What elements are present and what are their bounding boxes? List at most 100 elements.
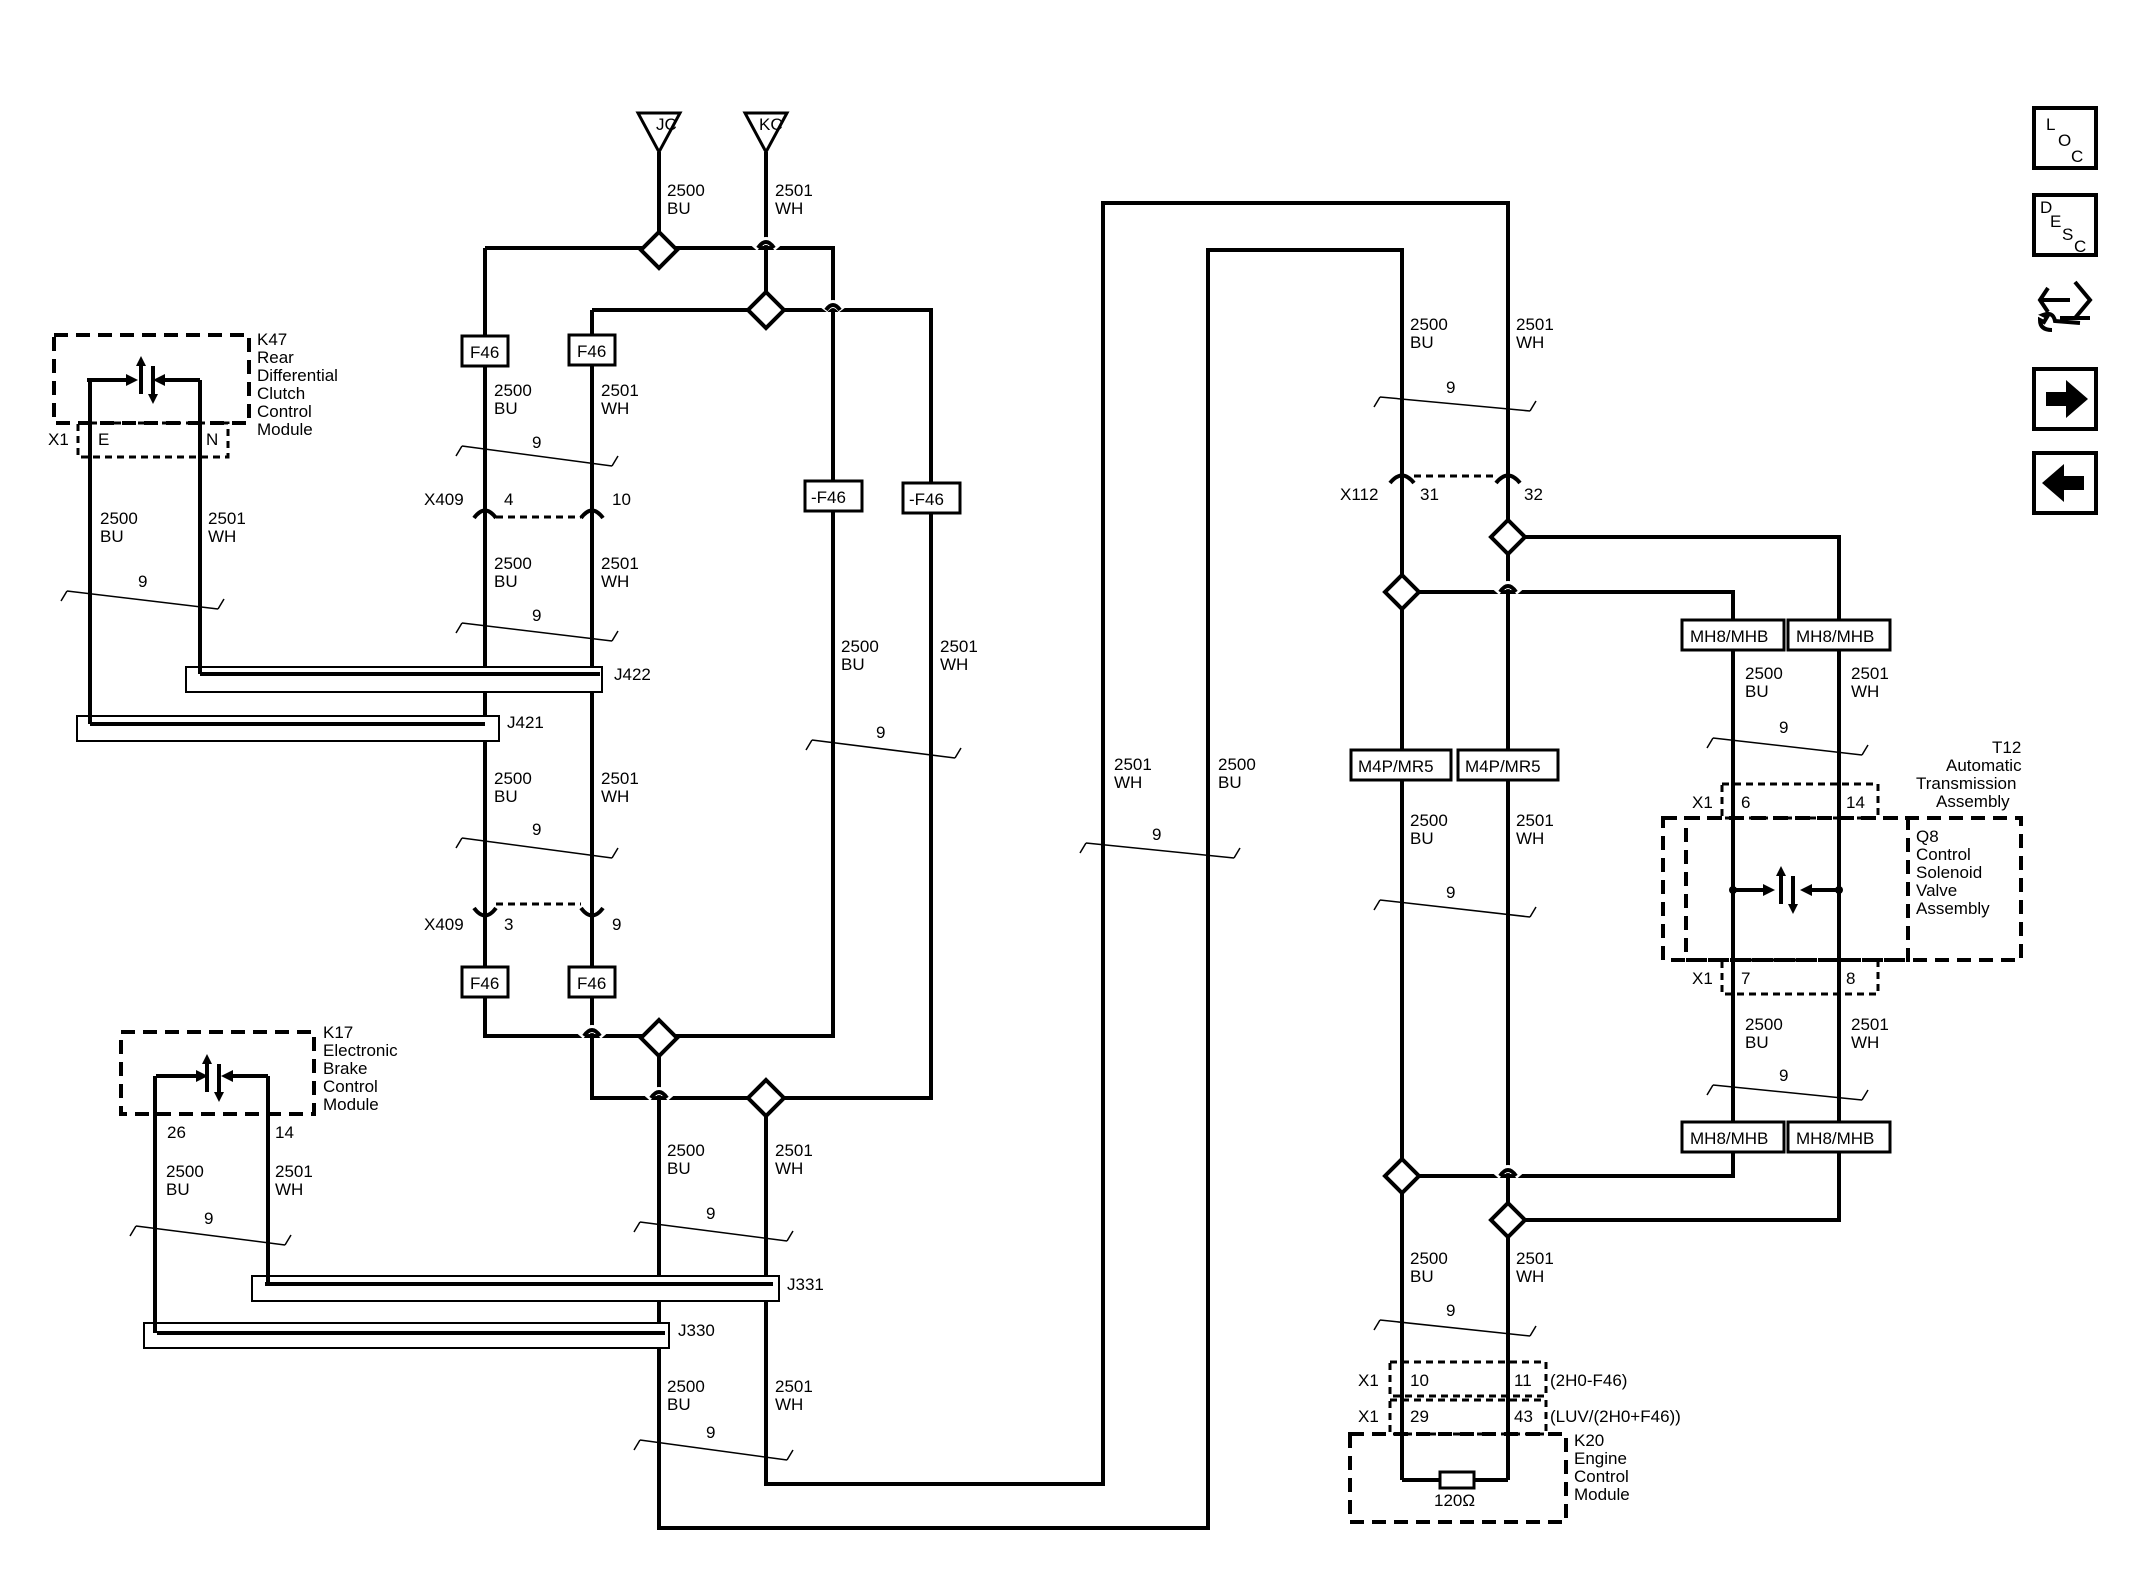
svg-text:C: C — [2071, 147, 2083, 166]
wire-bu-top-loop — [485, 246, 835, 1038]
arrow-right-icon — [2046, 380, 2088, 418]
svg-text:J331: J331 — [787, 1275, 824, 1294]
svg-text:2500: 2500 — [494, 769, 532, 788]
svg-text:Differential: Differential — [257, 366, 338, 385]
svg-text:BU: BU — [1410, 829, 1434, 848]
svg-text:2501: 2501 — [601, 381, 639, 400]
splice-node — [638, 1017, 680, 1059]
svg-text:2500: 2500 — [1410, 1249, 1448, 1268]
wrench-icon[interactable] — [2037, 280, 2093, 332]
desc-button[interactable]: D E S C — [2032, 193, 2098, 257]
wire-label: BU — [667, 199, 691, 218]
svg-text:WH: WH — [1114, 773, 1142, 792]
svg-text:9: 9 — [1779, 1066, 1788, 1085]
wire-bu-to-k20 — [657, 248, 1404, 1530]
svg-text:BU: BU — [667, 1395, 691, 1414]
wire-wh-top-loop — [592, 308, 933, 1100]
svg-text:9: 9 — [706, 1204, 715, 1223]
svg-text:9: 9 — [532, 820, 541, 839]
svg-text:BU: BU — [841, 655, 865, 674]
svg-text:2501: 2501 — [1851, 664, 1889, 683]
svg-text:9: 9 — [1152, 825, 1161, 844]
crossover-hump — [756, 240, 776, 250]
svg-text:2501: 2501 — [775, 1377, 813, 1396]
svg-text:120Ω: 120Ω — [1434, 1491, 1475, 1510]
svg-text:2500: 2500 — [1410, 315, 1448, 334]
svg-text:K47: K47 — [257, 330, 287, 349]
splice-node — [745, 289, 787, 331]
svg-text:WH: WH — [940, 655, 968, 674]
arrow-left-icon — [2042, 464, 2084, 502]
svg-text:S: S — [2062, 225, 2073, 244]
svg-text:9: 9 — [1779, 718, 1788, 737]
svg-text:WH: WH — [601, 787, 629, 806]
svg-text:WH: WH — [275, 1180, 303, 1199]
splice-pack-j421: J421 — [76, 713, 544, 742]
wire-wh-to-k20 — [764, 201, 1510, 1486]
wire-label: WH — [775, 199, 803, 218]
svg-text:T12: T12 — [1992, 738, 2021, 757]
svg-text:Module: Module — [323, 1095, 379, 1114]
module-k47[interactable]: X1 E N K47 Rear Differential Clutch Cont… — [48, 330, 338, 724]
next-button[interactable] — [2032, 367, 2098, 431]
module-t12[interactable]: X1 6 14 T12 Automatic Transmission Assem… — [1661, 738, 2023, 996]
svg-text:14: 14 — [1846, 793, 1865, 812]
svg-text:(2H0-F46): (2H0-F46) — [1550, 1371, 1627, 1390]
svg-text:Control: Control — [323, 1077, 378, 1096]
svg-text:2500: 2500 — [1745, 1015, 1783, 1034]
svg-text:Transmission: Transmission — [1916, 774, 2016, 793]
svg-text:Electronic: Electronic — [323, 1041, 398, 1060]
svg-text:2501: 2501 — [601, 554, 639, 573]
svg-text:BU: BU — [1410, 333, 1434, 352]
previous-button[interactable] — [2032, 451, 2098, 515]
svg-text:X409: X409 — [424, 915, 464, 934]
svg-text:Valve: Valve — [1916, 881, 1957, 900]
option-not-f46-box: -F46 — [901, 481, 962, 515]
svg-text:E: E — [2050, 212, 2061, 231]
option-f46-box: F46 — [567, 333, 617, 367]
svg-text:BU: BU — [494, 399, 518, 418]
module-k20[interactable]: X1 10 11 (2H0-F46) X1 29 43 (LUV/(2H0+F4… — [1348, 1360, 1681, 1524]
svg-text:WH: WH — [601, 572, 629, 591]
svg-text:10: 10 — [612, 490, 631, 509]
svg-text:9: 9 — [204, 1209, 213, 1228]
svg-text:MH8/MHB: MH8/MHB — [1796, 627, 1874, 646]
terminal-kc[interactable]: KC — [742, 111, 790, 156]
svg-text:2500: 2500 — [1745, 664, 1783, 683]
crossover-hump — [582, 1028, 602, 1038]
svg-text:X1: X1 — [1692, 793, 1713, 812]
svg-text:2501: 2501 — [775, 1141, 813, 1160]
module-q8[interactable]: Q8 Control Solenoid Valve Assembly — [1729, 827, 1990, 918]
svg-text:BU: BU — [667, 1159, 691, 1178]
svg-text:MH8/MHB: MH8/MHB — [1690, 1129, 1768, 1148]
svg-text:Clutch: Clutch — [257, 384, 305, 403]
svg-text:E: E — [98, 430, 109, 449]
svg-text:WH: WH — [1516, 333, 1544, 352]
svg-text:MH8/MHB: MH8/MHB — [1690, 627, 1768, 646]
svg-text:J422: J422 — [614, 665, 651, 684]
svg-text:N: N — [206, 430, 218, 449]
svg-text:WH: WH — [1516, 829, 1544, 848]
svg-text:BU: BU — [1218, 773, 1242, 792]
svg-text:M4P/MR5: M4P/MR5 — [1465, 757, 1541, 776]
svg-text:BU: BU — [494, 787, 518, 806]
svg-text:9: 9 — [532, 606, 541, 625]
svg-text:WH: WH — [208, 527, 236, 546]
terminal-jc[interactable]: JC — [635, 111, 683, 156]
svg-text:2501: 2501 — [1516, 811, 1554, 830]
crossover-hump — [649, 1090, 669, 1100]
splice-node — [638, 229, 680, 271]
splice-node — [745, 1077, 787, 1119]
option-f46-box: F46 — [460, 334, 510, 368]
option-not-f46-box: -F46 — [803, 479, 864, 513]
svg-text:-F46: -F46 — [811, 488, 846, 507]
svg-text:BU: BU — [1410, 1267, 1434, 1286]
loc-button[interactable]: L O C — [2032, 106, 2098, 170]
svg-text:D: D — [2040, 198, 2052, 217]
svg-text:Automatic: Automatic — [1946, 756, 2022, 775]
option-m4p-box — [1456, 748, 1560, 782]
svg-text:J330: J330 — [678, 1321, 715, 1340]
svg-text:2501: 2501 — [1851, 1015, 1889, 1034]
module-k17[interactable]: 26 14 K17 Electronic Brake Control Modul… — [119, 1023, 398, 1333]
svg-text:Solenoid: Solenoid — [1916, 863, 1982, 882]
